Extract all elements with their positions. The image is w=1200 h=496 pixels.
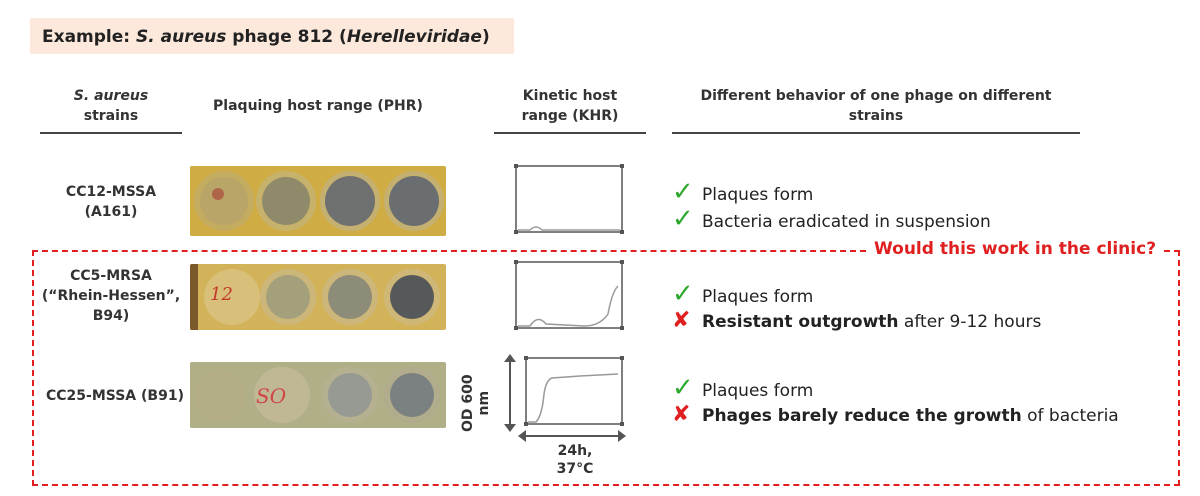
check-icon: ✓ — [672, 373, 694, 403]
title-family: Herelleviridae — [346, 27, 482, 47]
header-phr: Plaquing host range (PHR) — [213, 98, 423, 114]
check-icon: ✓ — [672, 177, 694, 207]
plaque-plate-photo-cc12 — [190, 166, 446, 236]
behavior-item: ✓ Plaques form — [672, 177, 1092, 207]
header-strains-line2: strains — [83, 108, 139, 124]
header-strains-underline — [40, 132, 182, 134]
behavior-text: Plaques form — [702, 287, 814, 307]
plate-handwritten-label-cc5: 12 — [210, 284, 233, 305]
header-khr: Kinetic host range (KHR) — [494, 86, 646, 126]
behavior-text: Bacteria eradicated in suspension — [702, 212, 991, 232]
behavior-item: ✓ Plaques form — [672, 279, 1112, 309]
title-species: S. aureus — [136, 27, 227, 47]
behavior-text: after 9-12 hours — [898, 312, 1042, 332]
slide-title: Example: S. aureus phage 812 (Herellevir… — [30, 18, 514, 54]
strain-label-line2: (A161) — [84, 204, 138, 220]
plaque-plate-photo-cc25 — [190, 362, 446, 428]
behavior-text: of bacteria — [1021, 406, 1119, 426]
x-axis-label-line1: 24h, — [557, 443, 593, 459]
strain-label-line1: CC5-MRSA — [70, 268, 152, 284]
plate-handwritten-label-cc25: SO — [256, 384, 287, 408]
strain-label-line1: CC12-MSSA — [65, 184, 157, 200]
strain-label-cc25: CC25-MSSA (B91) — [40, 386, 190, 406]
header-khr-underline — [494, 132, 646, 134]
header-behavior-line1: Different behavior of one phage on diffe… — [700, 88, 1052, 104]
strain-label-cc12: CC12-MSSA (A161) — [40, 182, 182, 222]
highlight-box — [32, 250, 1180, 486]
highlight-box-top-right — [1164, 250, 1180, 252]
header-khr-line2: range (KHR) — [521, 108, 619, 124]
plaque-plate-photo-cc5 — [190, 264, 446, 330]
title-middle: phage 812 ( — [226, 27, 347, 47]
check-icon: ✓ — [672, 279, 694, 309]
strain-label-line2: (“Rhein-Hessen”, — [41, 288, 181, 304]
header-behavior: Different behavior of one phage on diffe… — [672, 86, 1080, 126]
clinic-question: Would this work in the clinic? — [874, 239, 1157, 259]
strain-label-line1: CC25-MSSA (B91) — [46, 388, 184, 404]
y-axis-arrow — [500, 352, 520, 434]
behavior-item: ✘ Resistant outgrowth after 9-12 hours — [672, 309, 1112, 334]
header-behavior-line2: strains — [848, 108, 904, 124]
strain-label-line3: B94) — [92, 308, 130, 324]
x-axis-label: 24h, 37°C — [530, 442, 620, 478]
behavior-list-cc25: ✓ Plaques form ✘ Phages barely reduce the … — [672, 373, 1152, 428]
behavior-list-cc5: ✓ Plaques form ✘ Resistant outgrowth after… — [672, 279, 1112, 334]
cross-icon: ✘ — [672, 308, 691, 333]
behavior-text-bold: Resistant outgrowth — [702, 312, 899, 332]
y-axis-label-line1: OD 600 — [460, 374, 476, 432]
behavior-text: Plaques form — [702, 381, 814, 401]
cross-icon: ✘ — [672, 402, 691, 427]
check-icon: ✓ — [672, 204, 694, 234]
behavior-text: Plaques form — [702, 185, 814, 205]
y-axis-label: OD 600 nm — [460, 374, 492, 432]
x-axis-arrow — [516, 428, 628, 442]
header-behavior-underline — [672, 132, 1080, 134]
behavior-item: ✘ Phages barely reduce the growth of bact… — [672, 403, 1152, 428]
header-khr-line1: Kinetic host — [522, 88, 618, 104]
behavior-text-bold: Phages barely reduce the growth — [702, 406, 1022, 426]
kinetic-curve-cc12 — [512, 162, 626, 236]
x-axis-label-line2: 37°C — [556, 461, 594, 477]
behavior-item: ✓ Plaques form — [672, 373, 1152, 403]
strain-label-cc5: CC5-MRSA (“Rhein-Hessen”, B94) — [36, 266, 186, 326]
title-suffix: ) — [481, 27, 490, 47]
title-prefix: Example: — [42, 27, 137, 47]
behavior-item: ✓ Bacteria eradicated in suspension — [672, 204, 1092, 234]
behavior-list-cc12: ✓ Plaques form ✓ Bacteria eradicated in su… — [672, 177, 1092, 234]
header-strains: S. aureus strains — [40, 86, 182, 126]
kinetic-curve-cc25 — [522, 354, 626, 428]
header-strains-line1: S. aureus — [73, 88, 149, 104]
kinetic-curve-cc5 — [512, 258, 626, 332]
highlight-box-top-left — [32, 250, 866, 252]
y-axis-label-line2: nm — [476, 390, 492, 416]
